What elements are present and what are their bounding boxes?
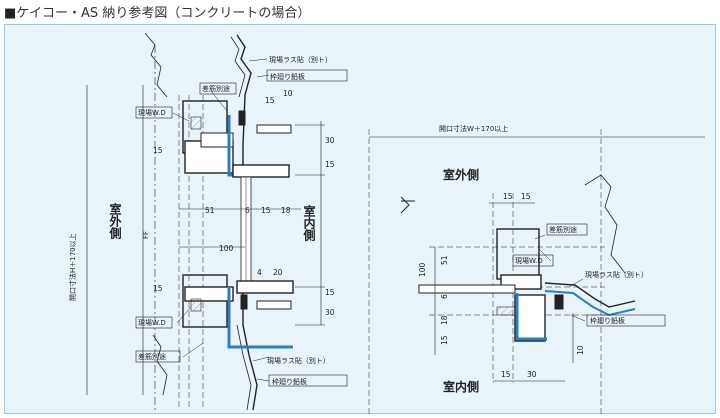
left-outer-skin	[236, 34, 258, 411]
rdim-6: 6	[440, 294, 449, 299]
right-frame	[496, 228, 540, 280]
title-mark: ■	[4, 6, 17, 21]
rdim-18: 18	[440, 315, 449, 325]
right-wd-label: 現場W.D	[515, 256, 543, 265]
right-interior-label: 室内側	[443, 379, 479, 394]
left-flashing-label-lower: 枠廻り鉛板	[272, 377, 307, 386]
left-interior-label: 室内側	[302, 204, 316, 242]
lower-sealant	[227, 287, 293, 349]
left-lath-label: 現場ラス貼（別ト）	[269, 55, 332, 64]
dim-51: 51	[205, 206, 215, 215]
rdim-30-bottom: 30	[527, 370, 537, 379]
left-rebar-label-lower: 差筋別途	[138, 352, 166, 361]
rdim-10: 10	[576, 345, 585, 355]
left-section	[86, 32, 348, 411]
left-exterior-label: 室外側	[108, 202, 122, 240]
exterior-arrow	[400, 196, 415, 214]
right-sealant	[515, 293, 547, 341]
rdim-15-top-2: 15	[521, 192, 531, 201]
dim-15-lower: 15	[153, 284, 163, 293]
rdim-100: 100	[418, 262, 427, 277]
dim-30-top: 30	[325, 136, 335, 145]
dim-100: 100	[219, 244, 234, 253]
upper-sill	[232, 164, 290, 178]
right-lath-label: 現場ラス貼（別ト）	[585, 270, 648, 279]
dim-10-top: 10	[283, 89, 293, 98]
right-opening-w-label: 開口寸法W＋170以上	[439, 124, 508, 133]
right-flashing-label: 枠廻り鉛板	[590, 316, 625, 325]
right-exterior-label: 室外側	[443, 167, 479, 182]
right-rebar-label: 差筋別途	[549, 225, 577, 234]
left-flashing-label: 枠廻り鉛板	[270, 72, 305, 81]
dim-15-top: 15	[265, 96, 275, 105]
left-rebar-label: 差筋別途	[202, 84, 230, 93]
dim-15-right: 15	[325, 160, 335, 169]
page-title: ■ケイコー・AS 納り参考図（コンクリートの場合）	[4, 2, 310, 21]
left-wd-label: 現場W.D	[138, 108, 166, 117]
dim-15-left: 15	[153, 146, 163, 155]
drawing-panel: 現場ラス貼（別ト） 枠廻り鉛板 差筋別途 現場W.D 現場W.D 差筋別途 現場…	[4, 24, 716, 415]
dim-6: 6	[245, 206, 250, 215]
rdim-15-bottom: 15	[501, 370, 511, 379]
title-text: ケイコー・AS 納り参考図（コンクリートの場合）	[16, 6, 311, 21]
dim-4: 4	[257, 268, 262, 277]
rdim-15-top: 15	[503, 192, 513, 201]
left-lath-label-lower: 現場ラス貼（別ト）	[267, 356, 330, 365]
left-opening-h-label: 開口寸法H＋170以上	[68, 233, 77, 301]
detail-drawing: 現場ラス貼（別ト） 枠廻り鉛板 差筋別途 現場W.D 現場W.D 差筋別途 現場…	[68, 32, 705, 415]
dim-30-lower: 30	[325, 308, 335, 317]
left-wd-label-lower: 現場W.D	[138, 318, 166, 327]
right-wall	[584, 174, 626, 274]
rdim-15-left: 15	[440, 335, 449, 345]
left-ff-label: FF	[142, 231, 150, 239]
dim-20: 20	[273, 268, 283, 277]
dim-18: 18	[281, 206, 291, 215]
dim-15-mid: 15	[261, 206, 271, 215]
left-wall-bottom	[152, 334, 168, 396]
left-wall-top	[144, 32, 168, 98]
dim-15-right-lower: 15	[325, 288, 335, 297]
rdim-51: 51	[440, 255, 449, 265]
right-section	[368, 129, 705, 415]
